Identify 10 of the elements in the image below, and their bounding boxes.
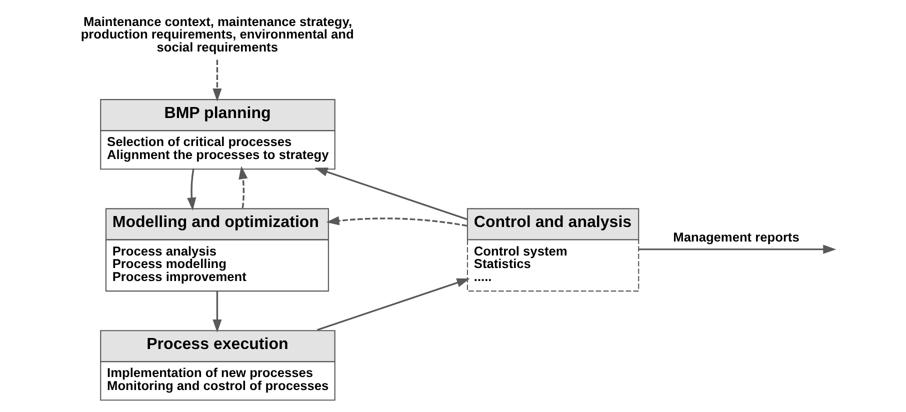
arrow: [316, 278, 470, 331]
node-text: Maintenance context, maintenance strategy, production requirements, environmental and social requirements: [80, 14, 354, 55]
arrow: [212, 60, 222, 102]
arrow: [638, 244, 836, 254]
arrow: [238, 166, 248, 208]
arrow: [186, 168, 196, 211]
edge-label: Management reports: [672, 229, 799, 244]
arrow: [314, 168, 467, 220]
arrow: [326, 216, 467, 227]
arrow: [212, 290, 222, 333]
